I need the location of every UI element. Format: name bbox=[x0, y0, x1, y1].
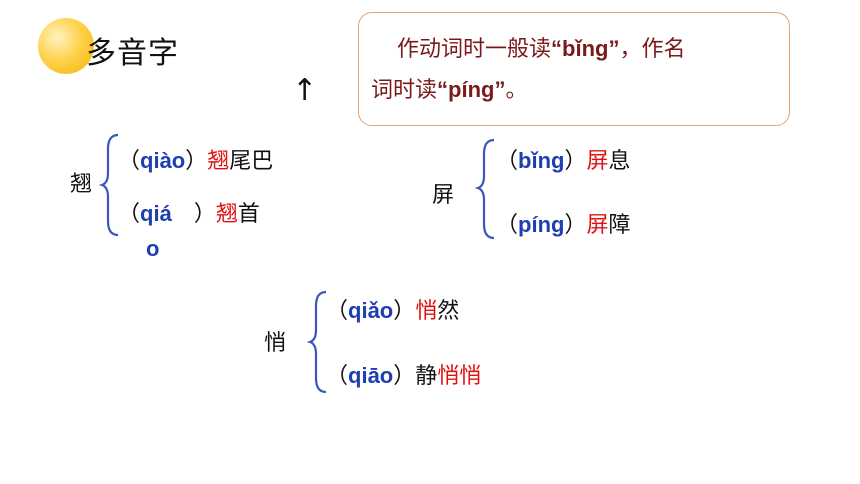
pinyin-entry: （píng）屏障 bbox=[496, 212, 631, 238]
pinyin-entry: （bǐng）屏息 bbox=[496, 148, 631, 174]
pinyin-entry: （qiāo）静悄悄 bbox=[326, 363, 482, 389]
group-char-qiao2: 悄 bbox=[264, 331, 287, 356]
brace-icon bbox=[474, 138, 495, 240]
pinyin-entry: （qiào）翘尾巴 bbox=[118, 148, 274, 174]
page-title: 多音字 bbox=[86, 36, 179, 71]
pinyin-entry: （qiǎo）悄然 bbox=[326, 298, 460, 324]
note-line-2: 词时读“píng”。 bbox=[371, 77, 528, 103]
pinyin-entry: （qiá）翘首 bbox=[118, 201, 260, 227]
note-line-1: 作动词时一般读“bǐng”，作名 bbox=[397, 36, 686, 62]
group-char-qiao: 翘 bbox=[70, 172, 93, 197]
group-char-ping: 屏 bbox=[432, 183, 455, 208]
up-arrow-icon: ↑ bbox=[292, 73, 318, 108]
pinyin-wrap: o bbox=[146, 236, 160, 261]
brace-icon bbox=[98, 133, 119, 237]
brace-icon bbox=[306, 290, 327, 394]
note-box: 作动词时一般读“bǐng”，作名 词时读“píng”。 bbox=[358, 12, 790, 126]
sun-decoration-icon bbox=[38, 18, 94, 74]
